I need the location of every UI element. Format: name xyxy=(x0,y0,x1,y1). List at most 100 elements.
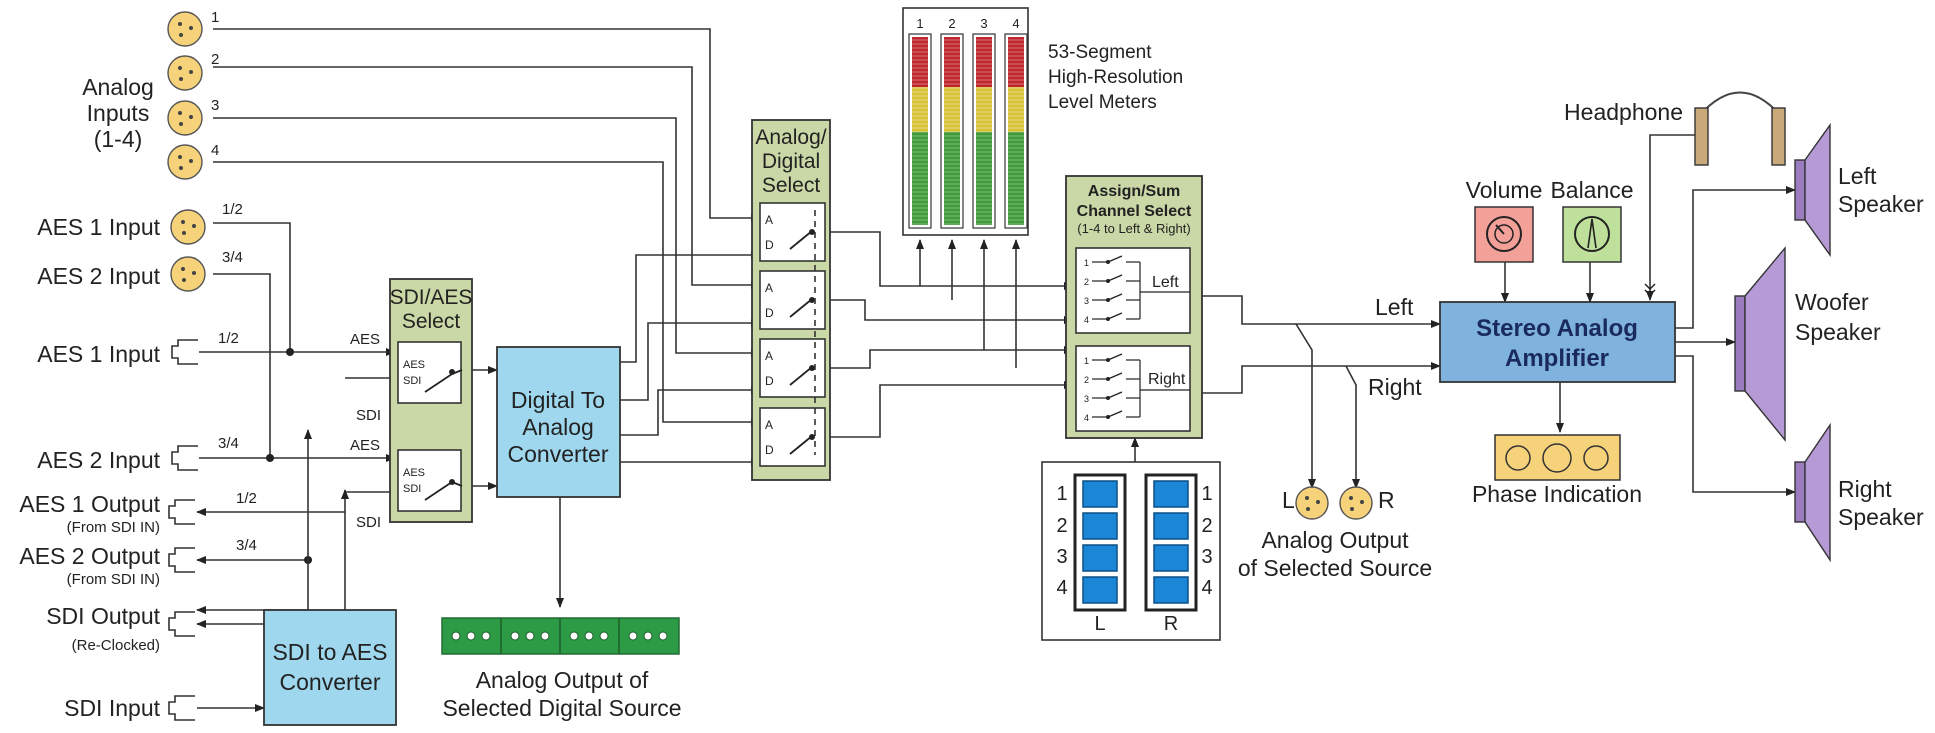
assign-switch-contact xyxy=(1106,415,1110,419)
assign-switch-blade xyxy=(1107,410,1123,418)
balance-control: Balance xyxy=(1550,177,1634,263)
sdi-aes-select-title: SDI/AES xyxy=(390,286,473,309)
ad-switch-a-label: A xyxy=(765,281,773,295)
assign-channel-number: 4 xyxy=(1084,413,1089,423)
woofer-speaker-label: Speaker xyxy=(1795,319,1881,345)
assign-switch-blade xyxy=(1107,274,1123,282)
ad-switch-d-label: D xyxy=(765,238,774,252)
selector-number: 4 xyxy=(1056,577,1067,599)
sdi-to-aes-block: SDI to AES Converter xyxy=(263,609,397,726)
analog-output-selected: L R Analog Output of Selected Source xyxy=(1238,486,1432,581)
pair-label: 1/2 xyxy=(222,201,243,218)
selector-number: 2 xyxy=(1056,515,1067,537)
meter-yellow-segment xyxy=(976,87,992,132)
bnc-connector-icon xyxy=(168,611,195,637)
volume-control: Volume xyxy=(1466,177,1542,263)
aes1-output-label: AES 1 Output xyxy=(19,491,160,517)
xlr-connector-icon xyxy=(167,11,203,47)
level-meters: 1 2 3 4 53-Segment High-Resolution Level… xyxy=(902,7,1183,236)
aes1-output-note: (From SDI IN) xyxy=(67,519,160,536)
right-speaker-icon xyxy=(1794,422,1831,563)
left-line-label: Left xyxy=(1375,294,1414,320)
aes2-output-note: (From SDI IN) xyxy=(67,571,160,588)
switch-aes-label: AES xyxy=(403,359,425,371)
selector-key xyxy=(1153,480,1189,508)
channel-selector-panel: 1 2 3 4 1 2 3 4 L R xyxy=(1041,461,1221,641)
balance-knob-icon xyxy=(1574,216,1610,252)
amplifier-title: Amplifier xyxy=(1505,345,1609,372)
woofer-speaker-icon xyxy=(1734,246,1786,442)
terminal-screw-icon xyxy=(599,631,609,641)
xlr-connector-icon xyxy=(167,144,203,180)
terminal-screw-icon xyxy=(628,631,638,641)
analog-output-caption: Analog Output xyxy=(1261,527,1409,553)
ad-switch-pivot xyxy=(809,434,815,440)
ad-select-title: Digital xyxy=(762,150,820,173)
sdi-select-input-label: SDI xyxy=(356,407,381,424)
assign-switch-contact xyxy=(1106,298,1110,302)
meter-green-segment xyxy=(944,132,960,225)
ad-switch-blade xyxy=(789,230,813,250)
sdi-output-label: SDI Output xyxy=(46,603,160,629)
ad-select-title: Select xyxy=(762,174,821,197)
meter-number: 3 xyxy=(980,16,987,31)
assign-channel-number: 3 xyxy=(1084,296,1089,306)
terminal-screw-icon xyxy=(569,631,579,641)
xlr-connector-icon xyxy=(170,256,206,292)
left-speaker-icon xyxy=(1794,122,1831,258)
switch-aes-label: AES xyxy=(403,467,425,479)
assign-sum-block: Assign/Sum Channel Select (1-4 to Left &… xyxy=(1065,175,1203,439)
left-speaker-label: Speaker xyxy=(1838,191,1924,217)
headphone-label: Headphone xyxy=(1564,99,1683,125)
terminal-screw-icon xyxy=(584,631,594,641)
selector-keys xyxy=(1082,480,1189,604)
right-speaker-label: Right xyxy=(1838,476,1892,502)
aes2-output-label: AES 2 Output xyxy=(19,543,160,569)
meter-yellow-segment xyxy=(1008,87,1024,132)
selector-key xyxy=(1082,544,1118,572)
assign-switch-blade xyxy=(1107,372,1123,380)
stereo-amplifier-block: Stereo Analog Amplifier xyxy=(1439,301,1676,383)
ad-switch-a-label: A xyxy=(765,213,773,227)
sdi-aes-select-block: SDI/AES Select AES SDI AES SDI AES SDI A… xyxy=(350,278,473,531)
meter-caption: High-Resolution xyxy=(1048,67,1183,88)
meter-yellow-segment xyxy=(912,87,928,132)
meter-yellow-segment xyxy=(944,87,960,132)
assign-switch-contact xyxy=(1106,260,1110,264)
analog-inputs-title: (1-4) xyxy=(94,126,143,152)
sdi-output-note: (Re-Clocked) xyxy=(72,637,160,654)
meter-red-segment xyxy=(1008,37,1024,87)
ad-select-title: Analog/ xyxy=(755,126,826,149)
terminal-screws xyxy=(451,618,668,654)
phase-caption: Phase Indication xyxy=(1472,481,1642,507)
selector-key xyxy=(1082,576,1118,604)
assign-switch-blade xyxy=(1107,255,1123,263)
switch-sdi-label: SDI xyxy=(403,483,421,495)
analog-out-l-label: L xyxy=(1282,487,1295,513)
sdi-to-aes-title: SDI to AES xyxy=(272,639,387,665)
meter-red-segment xyxy=(912,37,928,87)
selector-number: 3 xyxy=(1201,546,1212,568)
selector-key xyxy=(1082,512,1118,540)
assign-switch-contact xyxy=(1106,358,1110,362)
assign-subtitle: (1-4 to Left & Right) xyxy=(1077,221,1190,236)
ad-switch-box xyxy=(759,407,826,467)
pair-label: 3/4 xyxy=(236,537,257,554)
headphone-icon xyxy=(1644,91,1786,297)
assign-switch-contact xyxy=(1106,377,1110,381)
aes2-bnc-label: AES 2 Input xyxy=(37,447,160,473)
terminal-block-icon: Analog Output of Selected Digital Source xyxy=(441,617,682,721)
amplifier-title: Stereo Analog xyxy=(1476,315,1638,342)
terminal-screw-icon xyxy=(540,631,550,641)
selector-key xyxy=(1153,512,1189,540)
terminal-screw-icon xyxy=(510,631,520,641)
bnc-connectors: AES 1 Input AES 2 Input 1/2 3/4 AES 1 Ou… xyxy=(19,330,257,721)
analog-input-number: 4 xyxy=(211,142,219,159)
meter-number: 4 xyxy=(1012,16,1019,31)
meter-green-segment xyxy=(1008,132,1024,225)
aes-select-input-label: AES xyxy=(350,437,380,454)
xlr-connector-icon xyxy=(170,209,206,245)
